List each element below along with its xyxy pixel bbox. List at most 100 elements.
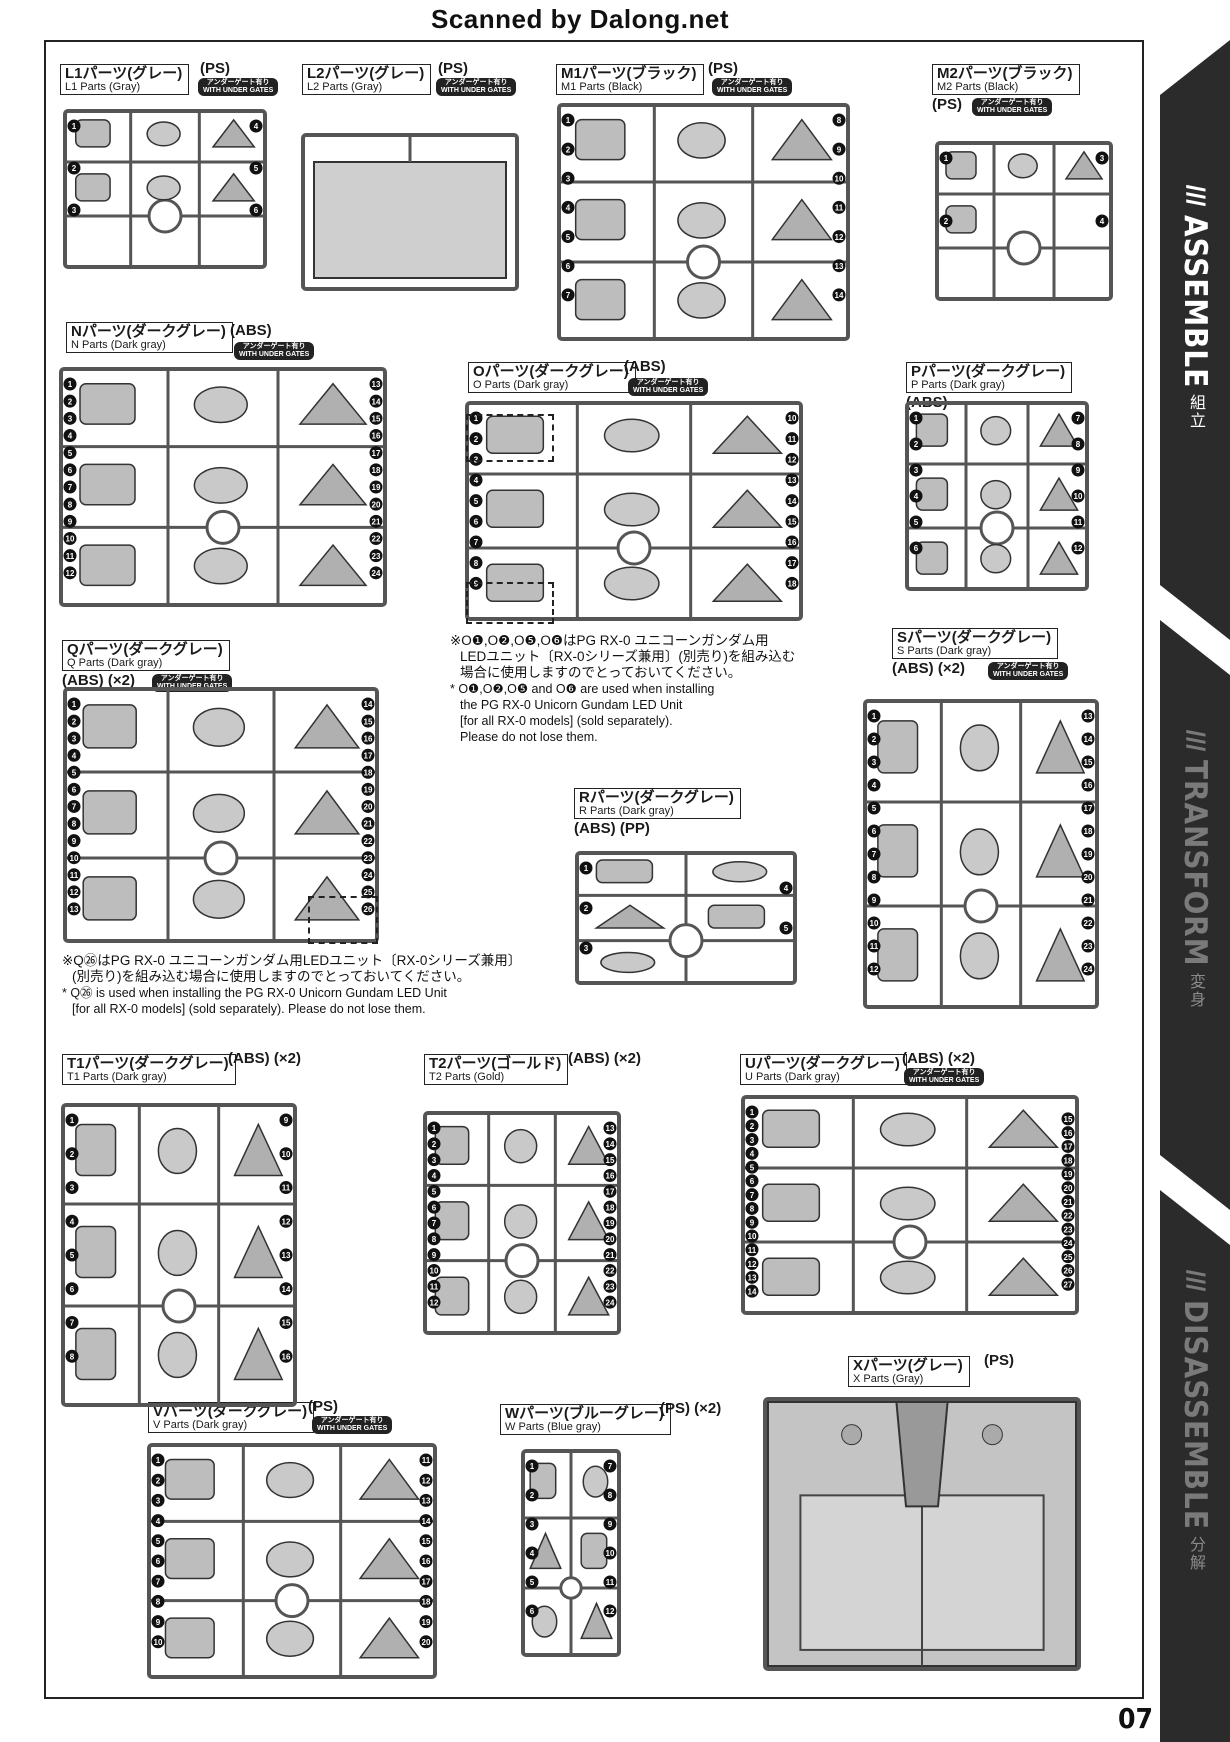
part-number: 24 <box>364 871 373 880</box>
part-number: 1 <box>70 1116 75 1125</box>
part-number: 10 <box>154 1638 163 1647</box>
sidebar-section-disassemble[interactable]: /// DISASSEMBLE 分解 <box>1160 1265 1230 1572</box>
part-piece <box>265 1620 315 1657</box>
part-number: 6 <box>530 1607 535 1616</box>
part-number: 27 <box>1064 1280 1073 1289</box>
part-number-marker <box>603 1248 617 1262</box>
runner-name-en: R Parts (Dark gray) <box>579 804 674 817</box>
runner-name-box: L1パーツ(グレー)L1 Parts (Gray) <box>60 64 190 96</box>
part-number: 17 <box>788 559 797 568</box>
part-number: 1 <box>432 1124 437 1133</box>
badge-line: アンダーゲート有り <box>160 675 224 682</box>
part-number: 4 <box>784 884 789 893</box>
part-number-marker <box>909 411 923 425</box>
part-number: 4 <box>70 1217 75 1226</box>
part-number: 8 <box>750 1205 755 1214</box>
part-number: 19 <box>372 483 381 492</box>
part-number-marker <box>249 203 263 217</box>
part-number: 20 <box>1084 873 1093 882</box>
note-text: ※Q㉖はPG RX-0 ユニコーンガンダム用LEDユニット〔RX-0シリーズ兼用… <box>62 953 522 968</box>
part-number: 24 <box>372 569 381 578</box>
part-number: 19 <box>364 786 373 795</box>
part-number-marker <box>785 556 799 570</box>
quantity-text: (×2) <box>947 1050 975 1067</box>
runner-name-box: Nパーツ(ダークグレー)N Parts (Dark gray) <box>66 322 233 354</box>
part-number: 5 <box>784 924 789 933</box>
part-number-marker <box>867 870 881 884</box>
runner-name-en: P Parts (Dark gray) <box>911 378 1005 391</box>
part-number-marker <box>151 1493 165 1507</box>
part-number: 9 <box>72 837 77 846</box>
part-number-marker <box>369 497 383 511</box>
part-number-marker <box>1061 1208 1075 1222</box>
part-piece <box>945 151 977 180</box>
runner-name-jp: M2パーツ(ブラック) <box>937 65 1073 82</box>
part-number: 6 <box>156 1557 161 1566</box>
part-number-marker <box>67 697 81 711</box>
part-piece <box>761 1257 821 1297</box>
part-peg <box>841 1424 863 1446</box>
part-number-marker <box>65 1113 79 1127</box>
part-number: 5 <box>474 497 479 506</box>
part-piece <box>146 121 181 147</box>
part-piece <box>595 859 654 884</box>
part-number-marker <box>419 1615 433 1629</box>
part-number-marker <box>579 941 593 955</box>
part-number: 4 <box>750 1150 755 1159</box>
part-number-marker <box>427 1200 441 1214</box>
badge-line: WITH UNDER GATES <box>909 1077 980 1084</box>
part-number-marker <box>745 1243 759 1257</box>
part-piece <box>529 1462 557 1500</box>
runner-material: (PS) <box>708 60 738 77</box>
part-piece <box>164 1538 215 1580</box>
part-number-marker <box>525 1575 539 1589</box>
material-text: (ABS) <box>568 1050 610 1067</box>
runner-diagram-u: 1234567891011121314151617181920212223242… <box>741 1095 1079 1315</box>
part-number: 2 <box>914 440 919 449</box>
part-number: 13 <box>70 905 79 914</box>
part-number: 26 <box>1064 1267 1073 1276</box>
part-number-marker <box>603 1279 617 1293</box>
part-number-marker <box>361 868 375 882</box>
part-piece <box>980 415 1012 446</box>
sidebar-section-transform[interactable]: /// TRANSFORM 変身 <box>1160 725 1230 1009</box>
part-number: 20 <box>372 500 381 509</box>
part-number-marker <box>1071 463 1085 477</box>
part-number-marker <box>939 151 953 165</box>
part-number: 16 <box>788 538 797 547</box>
part-piece <box>211 172 256 202</box>
part-number-marker <box>603 1575 617 1589</box>
part-number: 1 <box>584 864 589 873</box>
runner-name-en: X Parts (Gray) <box>853 1372 924 1385</box>
part-number-marker <box>361 799 375 813</box>
part-number-marker <box>1071 411 1085 425</box>
part-number: 5 <box>72 769 77 778</box>
sidebar-chevron-divider <box>1160 585 1230 675</box>
part-number: 7 <box>70 1319 75 1328</box>
quantity-text: (×2) <box>937 660 965 677</box>
part-number: 12 <box>606 1607 615 1616</box>
part-number: 5 <box>750 1163 755 1172</box>
part-number: 15 <box>788 518 797 527</box>
sidebar-section-assemble[interactable]: /// ASSEMBLE 組立 <box>1160 180 1230 431</box>
part-number-marker <box>67 902 81 916</box>
part-number: 15 <box>282 1319 291 1328</box>
runner-tag-ring <box>559 1576 583 1600</box>
part-number-marker <box>67 765 81 779</box>
part-number: 12 <box>282 1217 291 1226</box>
sidebar-title: ASSEMBLE <box>1177 215 1213 389</box>
part-number-marker <box>579 901 593 915</box>
part-number: 9 <box>474 580 479 589</box>
sidebar-title: DISASSEMBLE <box>1177 1300 1213 1530</box>
part-piece <box>770 198 833 241</box>
runner-name-en: T2 Parts (Gold) <box>429 1070 505 1083</box>
part-number: 7 <box>608 1462 613 1471</box>
part-number-marker <box>909 489 923 503</box>
runner-name-jp: L1パーツ(グレー) <box>65 65 183 82</box>
part-number-marker <box>369 514 383 528</box>
runner-name-en: S Parts (Dark gray) <box>897 644 992 657</box>
part-number: 12 <box>422 1476 431 1485</box>
part-number: 13 <box>1084 712 1093 721</box>
